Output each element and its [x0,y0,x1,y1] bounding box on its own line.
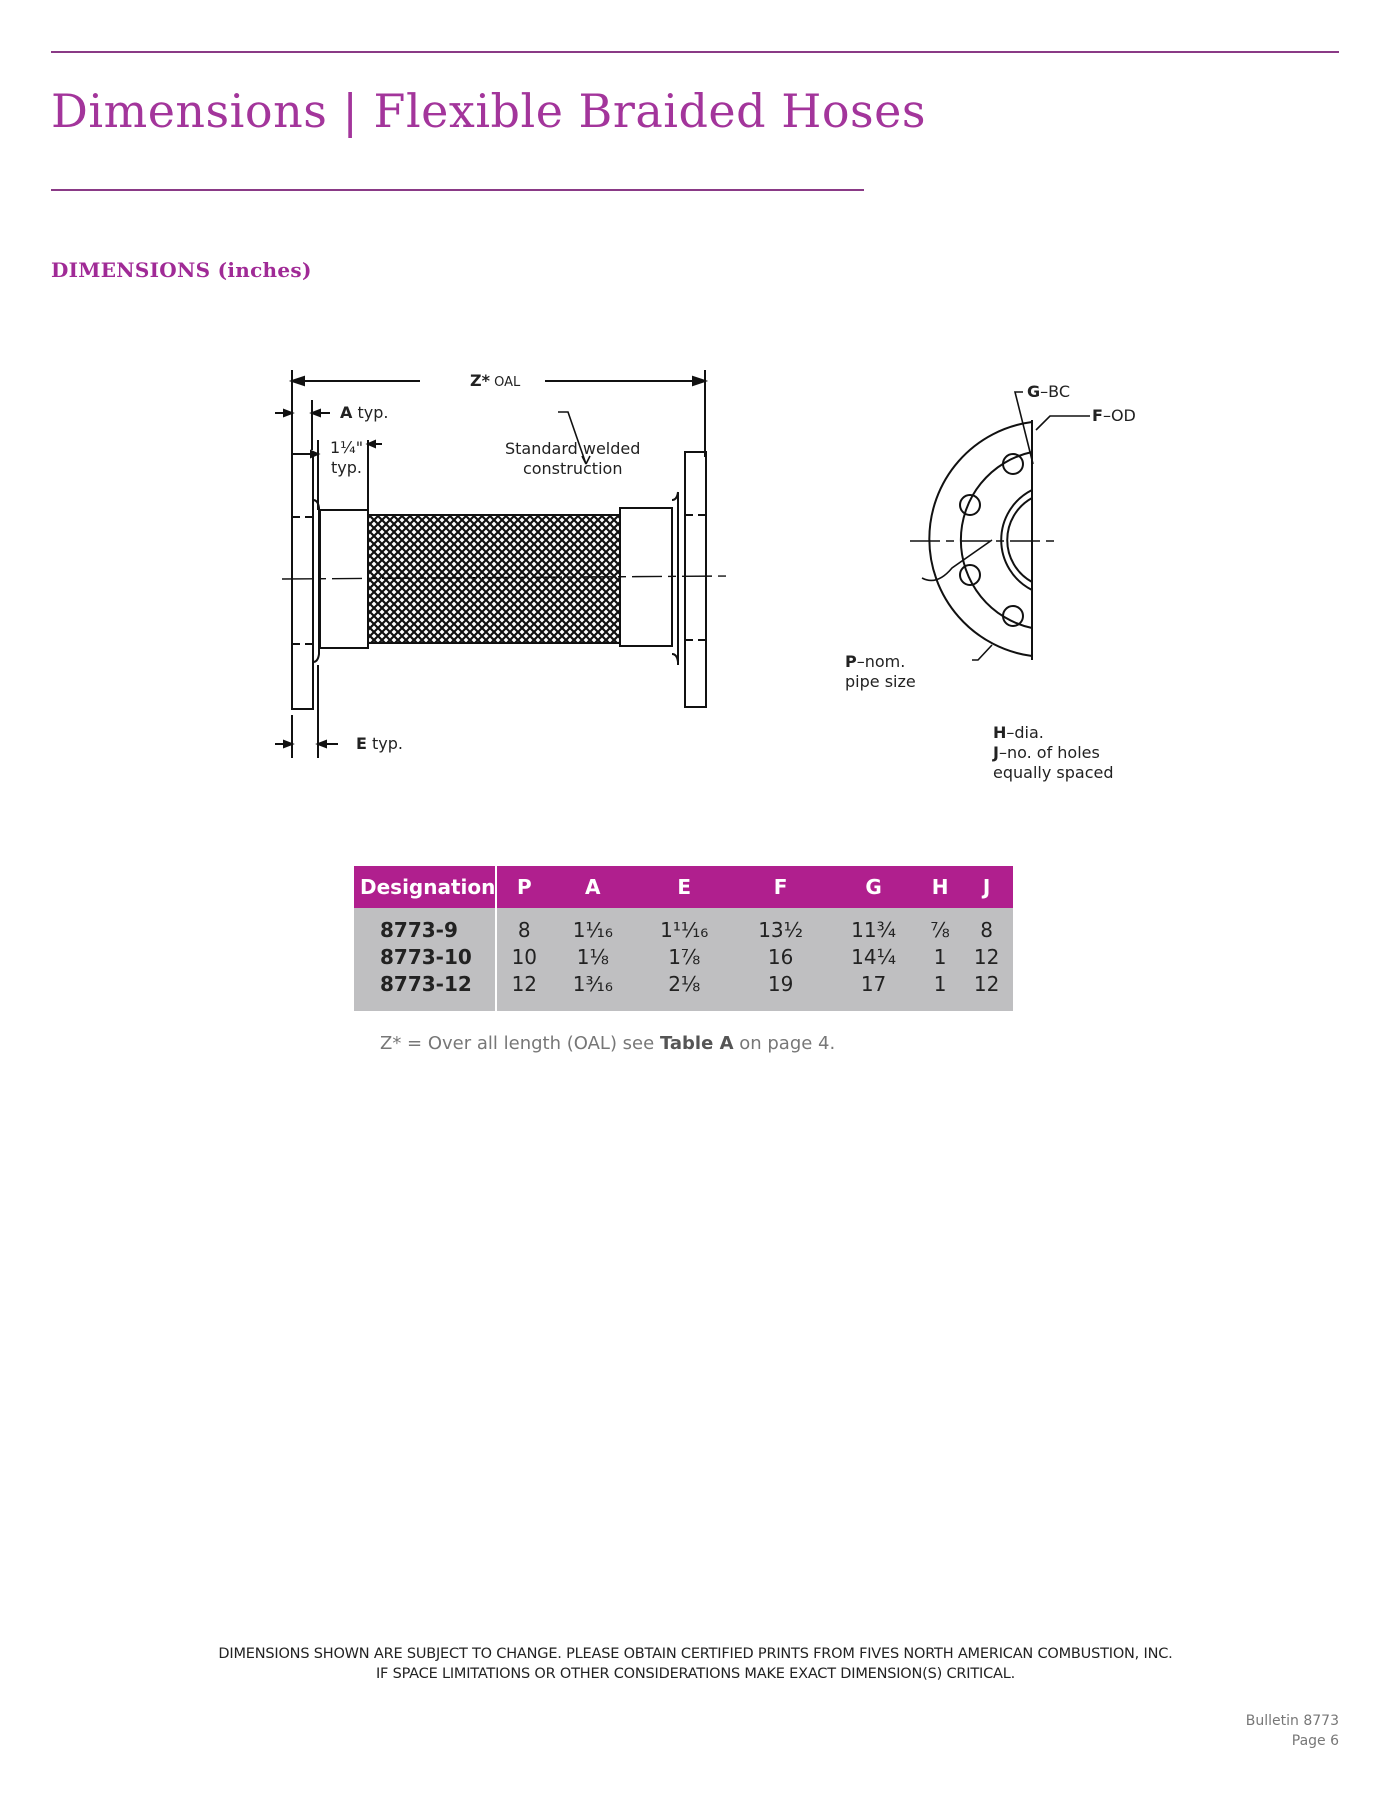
cell-g: 17 [827,970,921,1011]
col-h: H [920,866,961,908]
cell-a: 1³⁄₁₆ [551,970,635,1011]
page-title: Dimensions | Flexible Braided Hoses [51,84,926,138]
g-bc-label: G–BC [1027,382,1071,401]
cell-j: 12 [960,970,1013,1011]
title-underline [51,189,864,191]
col-j: J [960,866,1013,908]
col-p: P [496,866,552,908]
cell-f: 13½ [734,908,828,943]
cell-p: 10 [496,943,552,970]
cell-e: 1¹¹⁄₁₆ [634,908,735,943]
col-g: G [827,866,921,908]
cell-e: 1⅞ [634,943,735,970]
cell-g: 14¼ [827,943,921,970]
table-header-row: Designation P A E F G H J [354,866,1013,908]
hose-drawing-icon [275,370,1090,758]
oal-footnote: Z* = Over all length (OAL) see Table A o… [380,1033,836,1054]
top-rule [51,51,1339,53]
disclaimer-line-2: IF SPACE LIMITATIONS OR OTHER CONSIDERAT… [375,1666,1016,1682]
cell-designation: 8773-9 [354,908,498,943]
disclaimer-line-1: DIMENSIONS SHOWN ARE SUBJECT TO CHANGE. … [218,1646,1173,1662]
cell-h: ⅞ [920,908,961,943]
cell-f: 19 [734,970,828,1011]
cell-designation: 8773-10 [354,943,498,970]
page-info: Bulletin 8773 Page 6 [1246,1711,1339,1751]
cell-f: 16 [734,943,828,970]
disclaimer: DIMENSIONS SHOWN ARE SUBJECT TO CHANGE. … [0,1644,1391,1684]
e-typ-label: E typ. [356,734,404,753]
cell-h: 1 [920,943,961,970]
cell-g: 11¾ [827,908,921,943]
flange-width-label: 1¼"typ. [330,438,364,477]
section-heading: DIMENSIONS (inches) [51,258,312,282]
col-designation: Designation [354,866,498,908]
table-row: 8773-12 12 1³⁄₁₆ 2⅛ 19 17 1 12 [354,970,1013,1011]
cell-p: 8 [496,908,552,943]
dimensions-table: Designation P A E F G H J 8773-9 8 1¹⁄₁₆… [354,866,1013,1011]
z-oal-label: Z* OAL [470,371,521,390]
table-row: 8773-10 10 1⅛ 1⅞ 16 14¼ 1 12 [354,943,1013,970]
cell-a: 1¹⁄₁₆ [551,908,635,943]
cell-designation: 8773-12 [354,970,498,1011]
bulletin-number: Bulletin 8773 [1245,1713,1339,1729]
cell-j: 8 [960,908,1013,943]
cell-e: 2⅛ [634,970,735,1011]
f-od-label: F–OD [1092,406,1136,425]
table-a-reference: Table A [659,1033,734,1054]
col-a: A [551,866,635,908]
col-e: E [634,866,735,908]
cell-j: 12 [960,943,1013,970]
cell-h: 1 [920,970,961,1011]
table-row: 8773-9 8 1¹⁄₁₆ 1¹¹⁄₁₆ 13½ 11¾ ⅞ 8 [354,908,1013,943]
cell-a: 1⅛ [551,943,635,970]
cell-p: 12 [496,970,552,1011]
col-f: F [734,866,828,908]
page-number: Page 6 [1291,1733,1339,1749]
a-typ-label: A typ. [340,403,389,422]
p-nom-label: P–nom.pipe size [845,652,916,691]
